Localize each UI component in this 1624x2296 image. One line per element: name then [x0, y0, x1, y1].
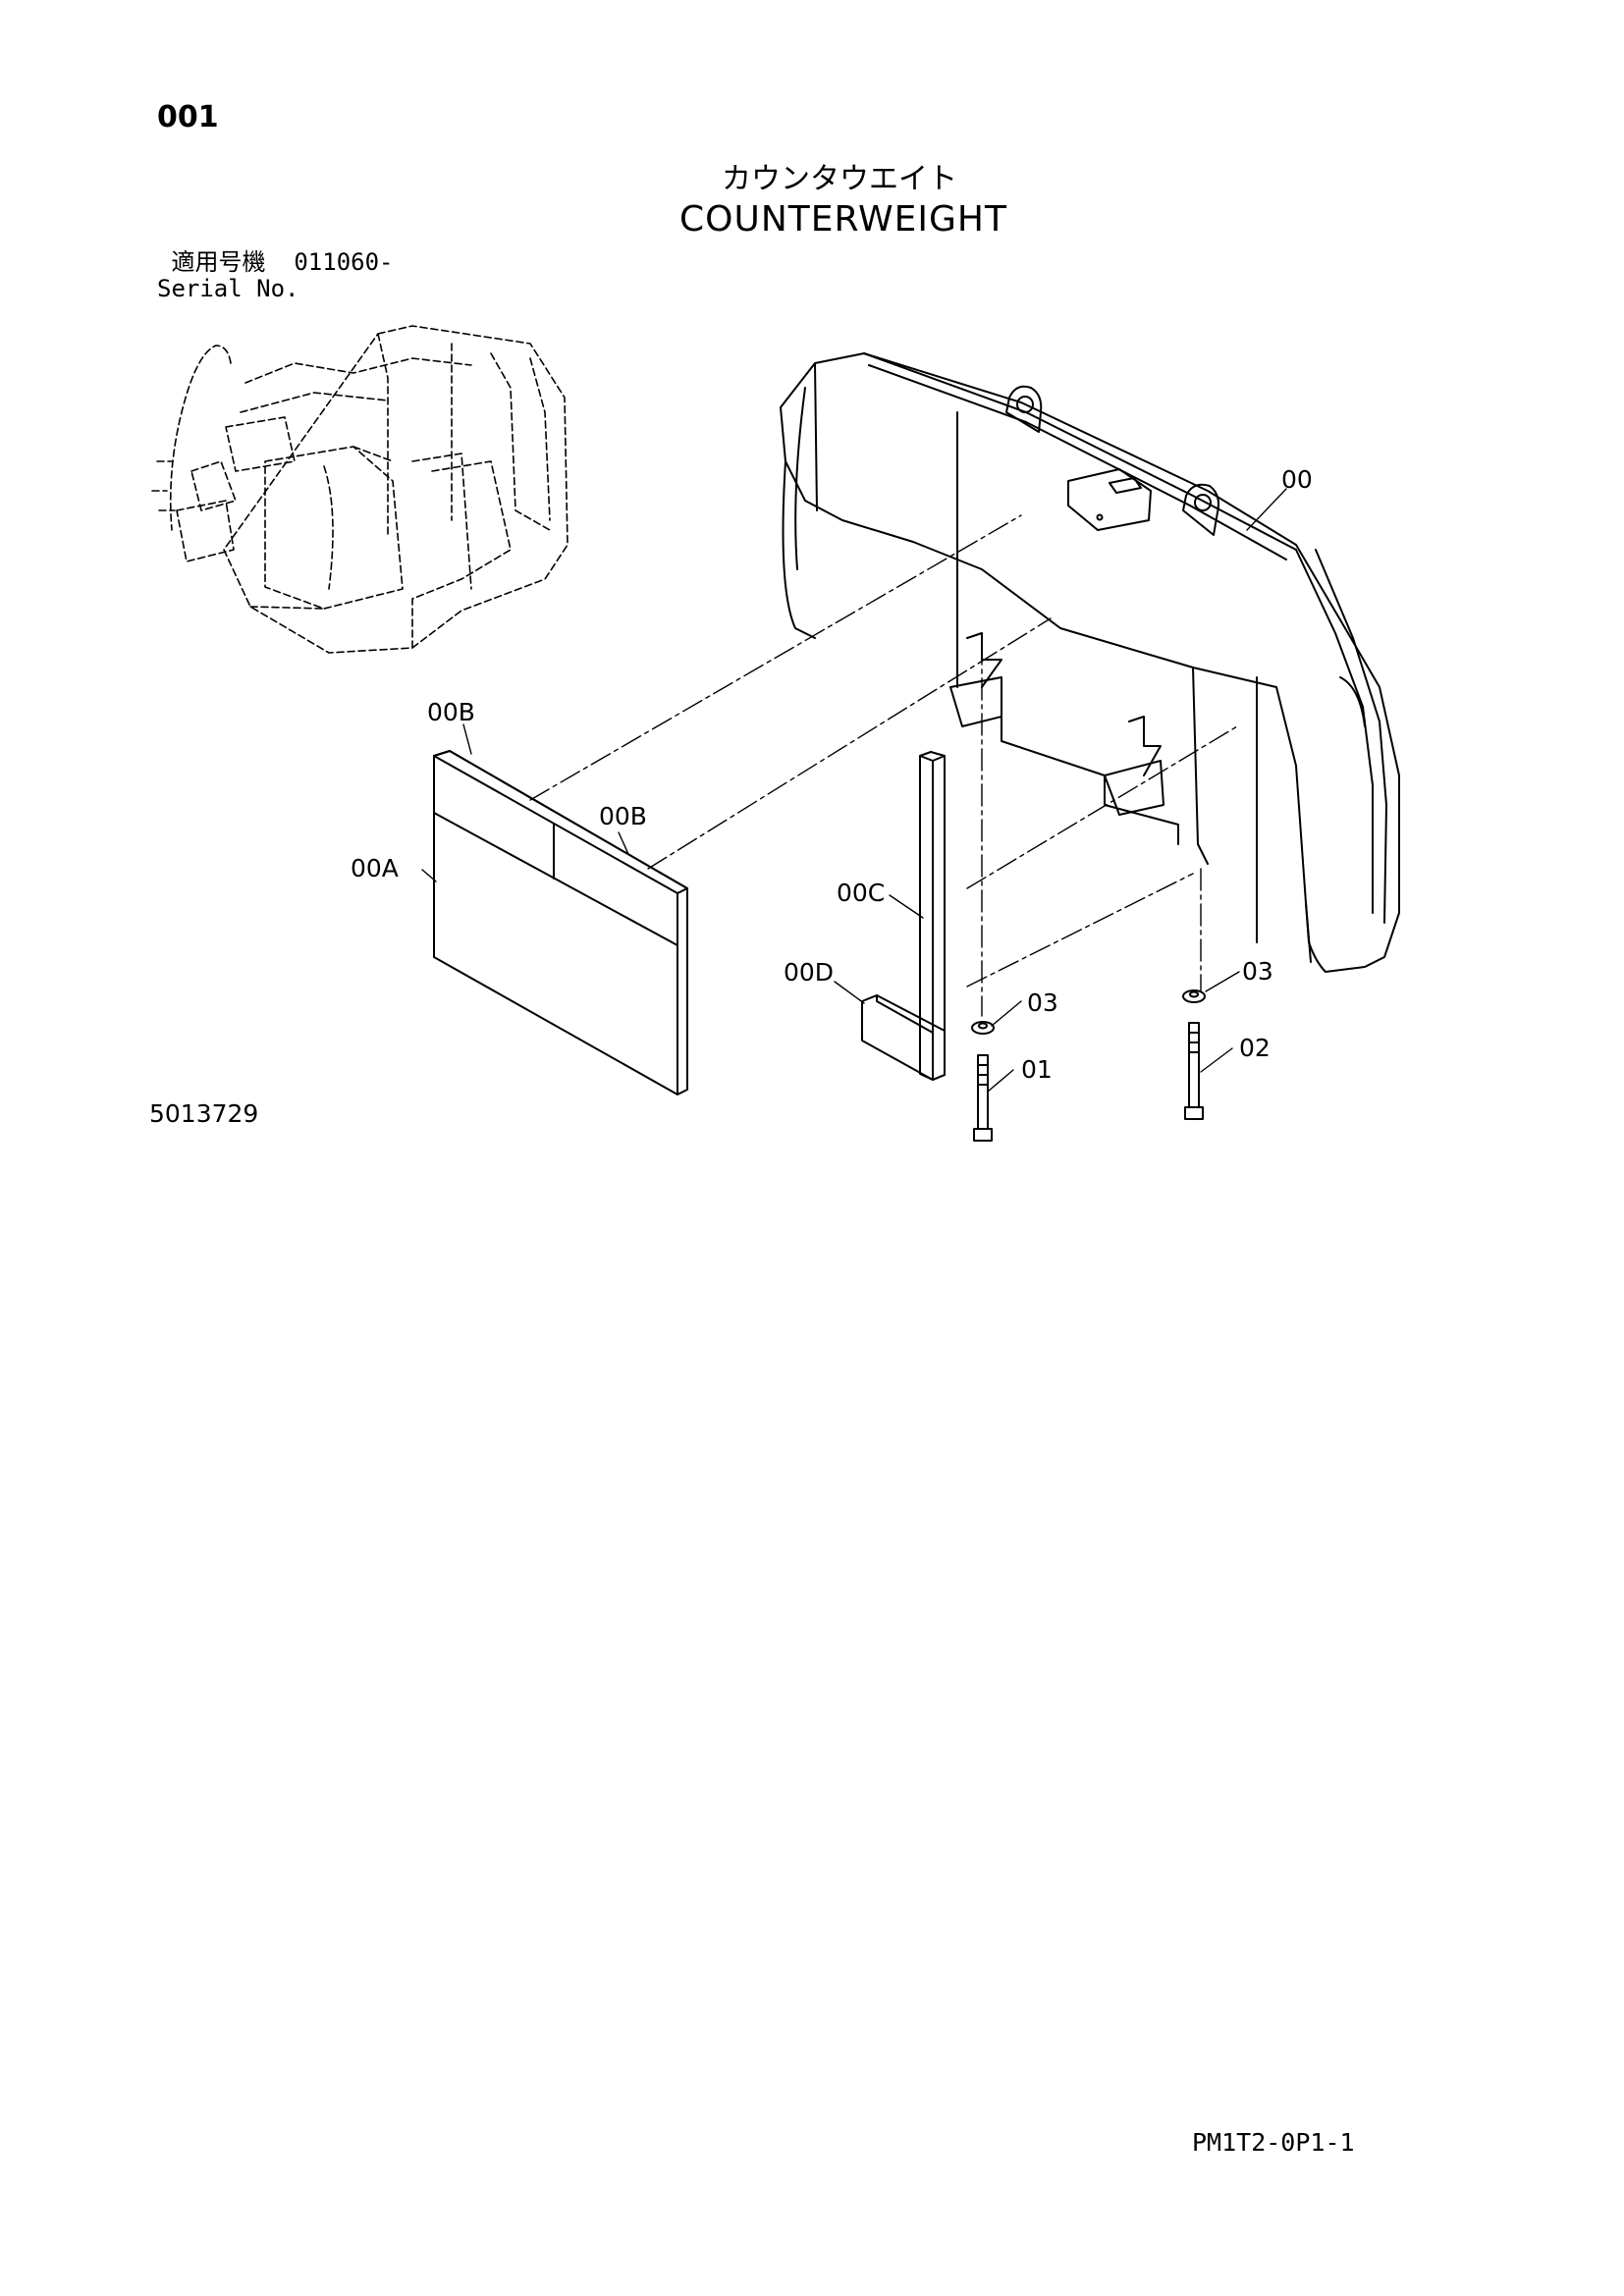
illustration-number: 5013729 — [149, 1099, 259, 1128]
serial-applicability: 適用号機 011060- Serial No. — [157, 249, 394, 302]
title-english: COUNTERWEIGHT — [679, 199, 1007, 240]
lifting-eye-left — [1005, 385, 1043, 433]
serial-label-en: Serial No. — [157, 275, 299, 302]
callout-bolt-2: 02 — [1239, 1034, 1271, 1062]
machine-location-thumbnail — [151, 325, 568, 654]
callout-weight-plate-b-side: 00B — [599, 802, 647, 830]
callout-counterweight: 00 — [1281, 465, 1313, 494]
callout-bolt-1: 01 — [1021, 1055, 1053, 1084]
callout-weight-bar-c: 00C — [837, 879, 885, 907]
serial-range: 011060- — [294, 248, 394, 276]
callout-leaders — [421, 488, 1287, 1093]
title-japanese: カウンタウエイト — [722, 162, 957, 196]
bolt-washer-right — [1182, 989, 1206, 1120]
weight-plate-assembly — [433, 750, 688, 1095]
footer-page-code: PM1T2-0P1-1 — [1192, 2128, 1355, 2157]
callout-washer-right: 03 — [1242, 957, 1273, 986]
callout-weight-plate-a: 00A — [351, 854, 399, 882]
alignment-lines — [529, 514, 1238, 1017]
bolt-washer-left — [971, 1021, 995, 1142]
page-number: 001 — [157, 100, 219, 134]
callout-weight-block-d: 00D — [784, 958, 834, 987]
callout-weight-plate-b-top: 00B — [427, 698, 475, 726]
lifting-eye-right — [1182, 483, 1219, 536]
weight-bar-assembly — [861, 751, 946, 1081]
callout-washer-left: 03 — [1027, 988, 1058, 1017]
serial-row-jp: 適用号機 011060- — [157, 248, 394, 276]
counterweight-body — [780, 352, 1400, 973]
serial-label-jp: 適用号機 — [171, 248, 266, 276]
